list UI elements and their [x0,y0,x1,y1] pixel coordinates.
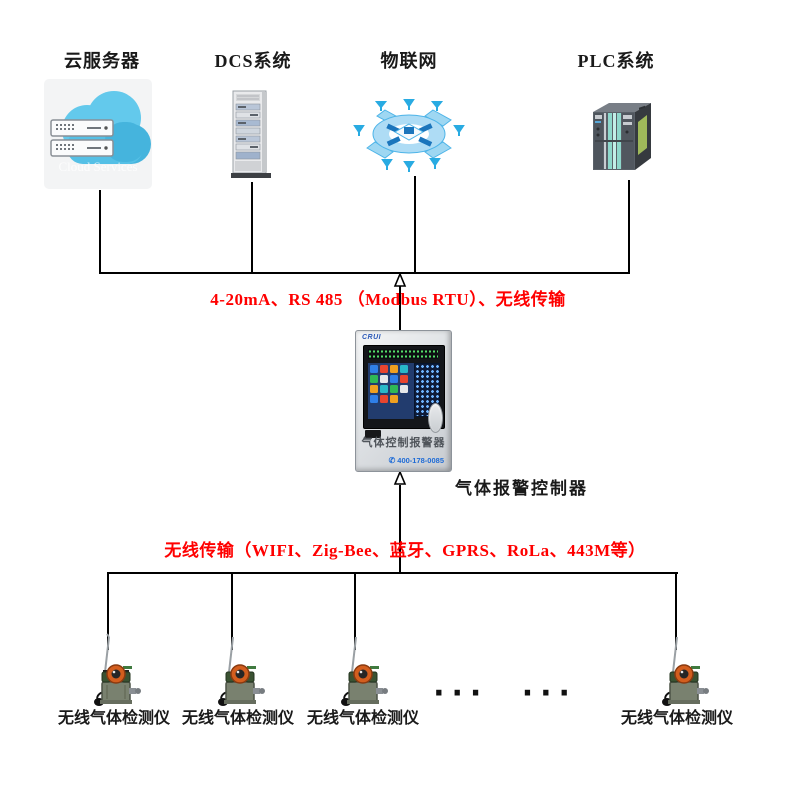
bottom-bus-line [107,572,678,574]
drop-line-4 [675,574,677,650]
bottombus-to-controller-line [399,485,401,573]
controller-callout-label: 气体报警控制器 [455,479,588,498]
gas-detector-icon [651,632,711,712]
drop-line-3 [354,574,356,650]
touchscreen-app-grid [368,363,414,419]
device-screen [363,345,445,429]
gas-alarm-controller-device: CRUI 气体控制报警器 ✆400-178-0085 [355,330,452,472]
connector-plc-line [628,180,630,273]
device-panel-title: 气体控制报警器 [361,437,446,449]
top-bus-line [99,272,630,274]
label-iot: 物联网 [380,51,438,71]
device-brand-logo: CRUI [362,334,382,341]
plc-module-icon [589,96,655,183]
up-arrowhead-bottom [393,469,407,486]
cloud-watermark-line1: Cloud Services [58,159,137,174]
detector-label-1: 无线气体检测仪 [57,710,171,727]
detector-label-3: 无线气体检测仪 [306,710,420,727]
detector-label-2: 无线气体检测仪 [181,710,295,727]
iot-network-icon [351,96,467,179]
connector-dcs-line [251,182,253,273]
device-key-switch [428,403,443,433]
label-cloud-server: 云服务器 [64,51,140,71]
more-detectors-ellipsis: ··· ··· [433,676,577,711]
top-bus-label: 4-20mA、RS 485 （Modbus RTU）、无线传输 [210,290,566,309]
drop-line-1 [107,574,109,650]
phone-icon: ✆ [388,456,396,465]
label-plc-system: PLC系统 [577,51,655,71]
controller-to-topbus-line [399,286,401,330]
device-phone-row: ✆400-178-0085 [389,456,444,465]
cloud-server-icon: Cloud Services [43,78,153,195]
bottom-bus-label: 无线传输（WIFI、Zig-Bee、蓝牙、GPRS、RoLa、443M等） [164,541,646,560]
dcs-rack-icon [228,89,274,184]
device-phone-number: 400-178-0085 [397,456,444,465]
connector-cloud-line [99,190,101,273]
device-port-chip [365,430,381,438]
detector-label-4: 无线气体检测仪 [620,710,734,727]
gas-detector-icon [207,632,267,712]
drop-line-2 [231,574,233,650]
gas-detector-icon [330,632,390,712]
led-indicator-rows [368,349,438,359]
connector-iot-line [414,176,416,273]
gas-detector-icon [83,632,143,712]
label-dcs-system: DCS系统 [214,51,292,71]
